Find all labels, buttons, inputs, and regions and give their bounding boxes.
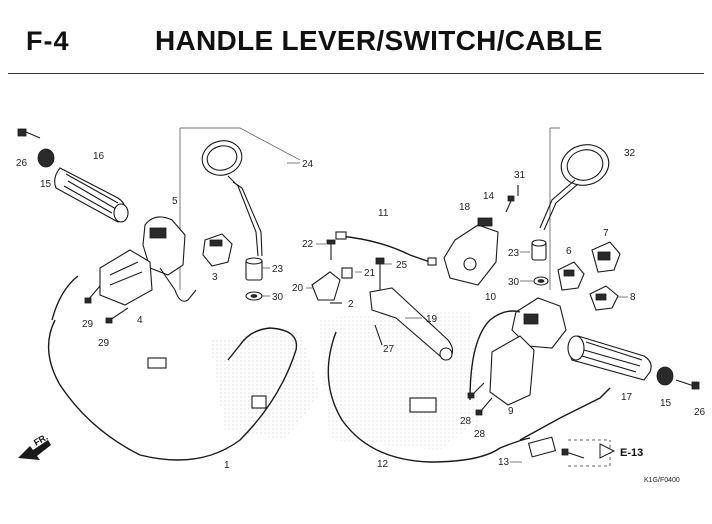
screw-29-lower (105, 307, 129, 324)
reference-e13-label: E-13 (620, 447, 643, 459)
mirror-32-right (539, 144, 610, 231)
connector-plug-left (147, 357, 167, 369)
callout-16: 16 (93, 151, 105, 162)
screw-lower-right (561, 448, 585, 459)
callout-5: 5 (172, 196, 178, 207)
callout-29-lower: 29 (98, 338, 110, 349)
callout-23-left: 23 (272, 264, 284, 275)
callout-18: 18 (459, 202, 471, 213)
callout-14: 14 (483, 191, 495, 202)
callout-24: 24 (302, 159, 314, 170)
bracket-20 (311, 271, 341, 301)
cable-1 (47, 275, 298, 461)
grip-16-left (54, 167, 129, 223)
callout-26-left: 26 (16, 158, 28, 169)
title-divider (8, 73, 704, 74)
callout-26-right: 26 (694, 407, 706, 418)
switch-21 (341, 267, 353, 279)
callout-27: 27 (383, 344, 395, 355)
callout-15-right: 15 (660, 398, 672, 409)
callout-25: 25 (396, 260, 408, 271)
callout-15-left: 15 (40, 179, 52, 190)
e13-dashed-frame (568, 439, 611, 467)
callout-29-upper: 29 (82, 319, 94, 330)
switch-6 (557, 261, 585, 291)
screw-14 (505, 195, 515, 213)
callout-20: 20 (292, 283, 304, 294)
master-cylinder-18 (443, 217, 499, 286)
stipple-area-left (210, 330, 320, 440)
callout-30-right: 30 (508, 277, 520, 288)
callout-11: 11 (378, 208, 389, 219)
cable-13 (519, 387, 611, 458)
wire-11 (335, 231, 437, 266)
connector-plug-cable1 (251, 395, 267, 409)
switch-3 (202, 233, 233, 267)
bolt-26-left (17, 128, 41, 139)
callout-10: 10 (485, 292, 497, 303)
connector-plug-center (409, 397, 437, 413)
callout-22: 22 (302, 239, 314, 250)
figure-code-label: K1G/F0400 (644, 477, 680, 484)
callout-12: 12 (377, 459, 389, 470)
screw-28-lower (475, 397, 493, 416)
bolt-26-right (675, 379, 700, 390)
nut-30-left (245, 291, 263, 301)
callout-21: 21 (364, 268, 376, 279)
callout-1: 1 (224, 460, 230, 471)
bolt-27 (374, 324, 383, 346)
spacer-23-left (245, 257, 263, 281)
callout-6: 6 (566, 246, 572, 257)
brake-lever-19 (369, 287, 454, 361)
switch-8 (589, 285, 619, 311)
spacer-23-right (531, 239, 547, 261)
e13-arrow (599, 443, 616, 459)
cable-12 (327, 310, 531, 463)
callout-28-lower: 28 (474, 429, 486, 440)
bolt-22 (326, 239, 336, 260)
mirror-24-left (201, 140, 263, 257)
grip-17-right (567, 335, 652, 381)
leader-lines (262, 162, 628, 463)
section-code: F-4 (26, 26, 70, 56)
callout-4: 4 (137, 315, 143, 326)
callout-3: 3 (212, 272, 218, 283)
bar-end-weight-15-left (37, 148, 55, 168)
switch-7 (591, 241, 621, 273)
callout-30-left: 30 (272, 292, 284, 303)
callout-2: 2 (348, 299, 354, 310)
screw-29-upper (84, 285, 101, 304)
page-title: HANDLE LEVER/SWITCH/CABLE (155, 25, 603, 56)
callout-28-upper: 28 (460, 416, 472, 427)
callout-17: 17 (621, 392, 633, 403)
front-direction-arrow (18, 440, 51, 460)
callout-32: 32 (624, 148, 636, 159)
nut-30-right (533, 276, 549, 286)
callout-23-right: 23 (508, 248, 520, 259)
callout-9: 9 (508, 406, 514, 417)
bar-end-weight-15-right (656, 366, 674, 386)
callout-8: 8 (630, 292, 636, 303)
left-switch-housing-5 (142, 216, 197, 302)
callout-19: 19 (426, 314, 438, 325)
throttle-housing-9 (489, 335, 535, 406)
callout-13: 13 (498, 457, 510, 468)
lever-bracket-4 (99, 249, 153, 306)
screw-28-upper (467, 382, 485, 399)
connector-25 (375, 257, 385, 290)
callout-7: 7 (603, 228, 609, 239)
mirror-right-bracket (549, 127, 560, 290)
callout-31: 31 (514, 170, 526, 181)
right-switch-housing-10 (511, 297, 567, 349)
stipple-area-center (318, 310, 480, 450)
